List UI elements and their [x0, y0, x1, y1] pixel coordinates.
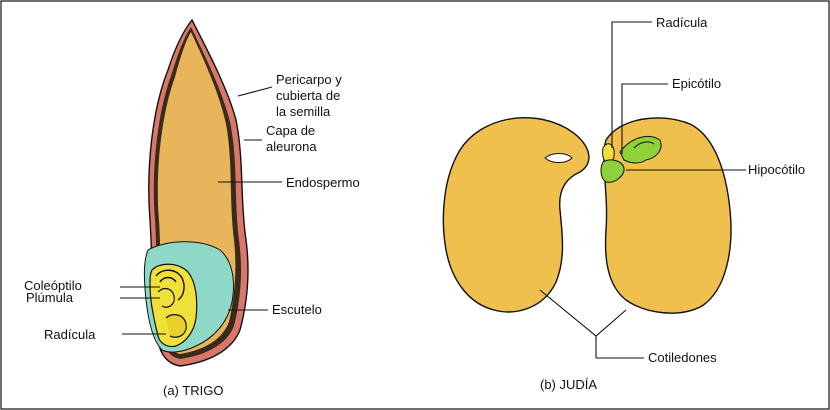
bean-seed — [443, 118, 731, 313]
label-wheat-radicle: Radícula — [44, 327, 96, 342]
label-endosperm: Endospermo — [286, 175, 360, 190]
label-scutellum: Escutelo — [272, 302, 322, 317]
label-bean-radicle: Radícula — [656, 15, 708, 30]
label-pericarp-3: la semilla — [276, 104, 331, 119]
label-aleurone-2: aleurona — [266, 139, 317, 154]
label-cotyledons: Cotiledones — [648, 350, 717, 365]
wheat-grain — [144, 20, 248, 366]
label-hypocotyl: Hipocótilo — [748, 162, 805, 177]
bean-right-cotyledon — [604, 118, 731, 313]
bean-left-cotyledon — [443, 118, 589, 312]
caption-bean: (b) JUDÍA — [540, 377, 597, 392]
label-pericarp-2: cubierta de — [276, 88, 340, 103]
label-epicotyl: Epicótilo — [672, 76, 721, 91]
label-pericarp-1: Pericarpo y — [276, 72, 342, 87]
label-plumule: Plúmula — [26, 290, 74, 305]
caption-wheat: (a) TRIGO — [163, 383, 223, 398]
label-aleurone-1: Capa de — [266, 123, 315, 138]
